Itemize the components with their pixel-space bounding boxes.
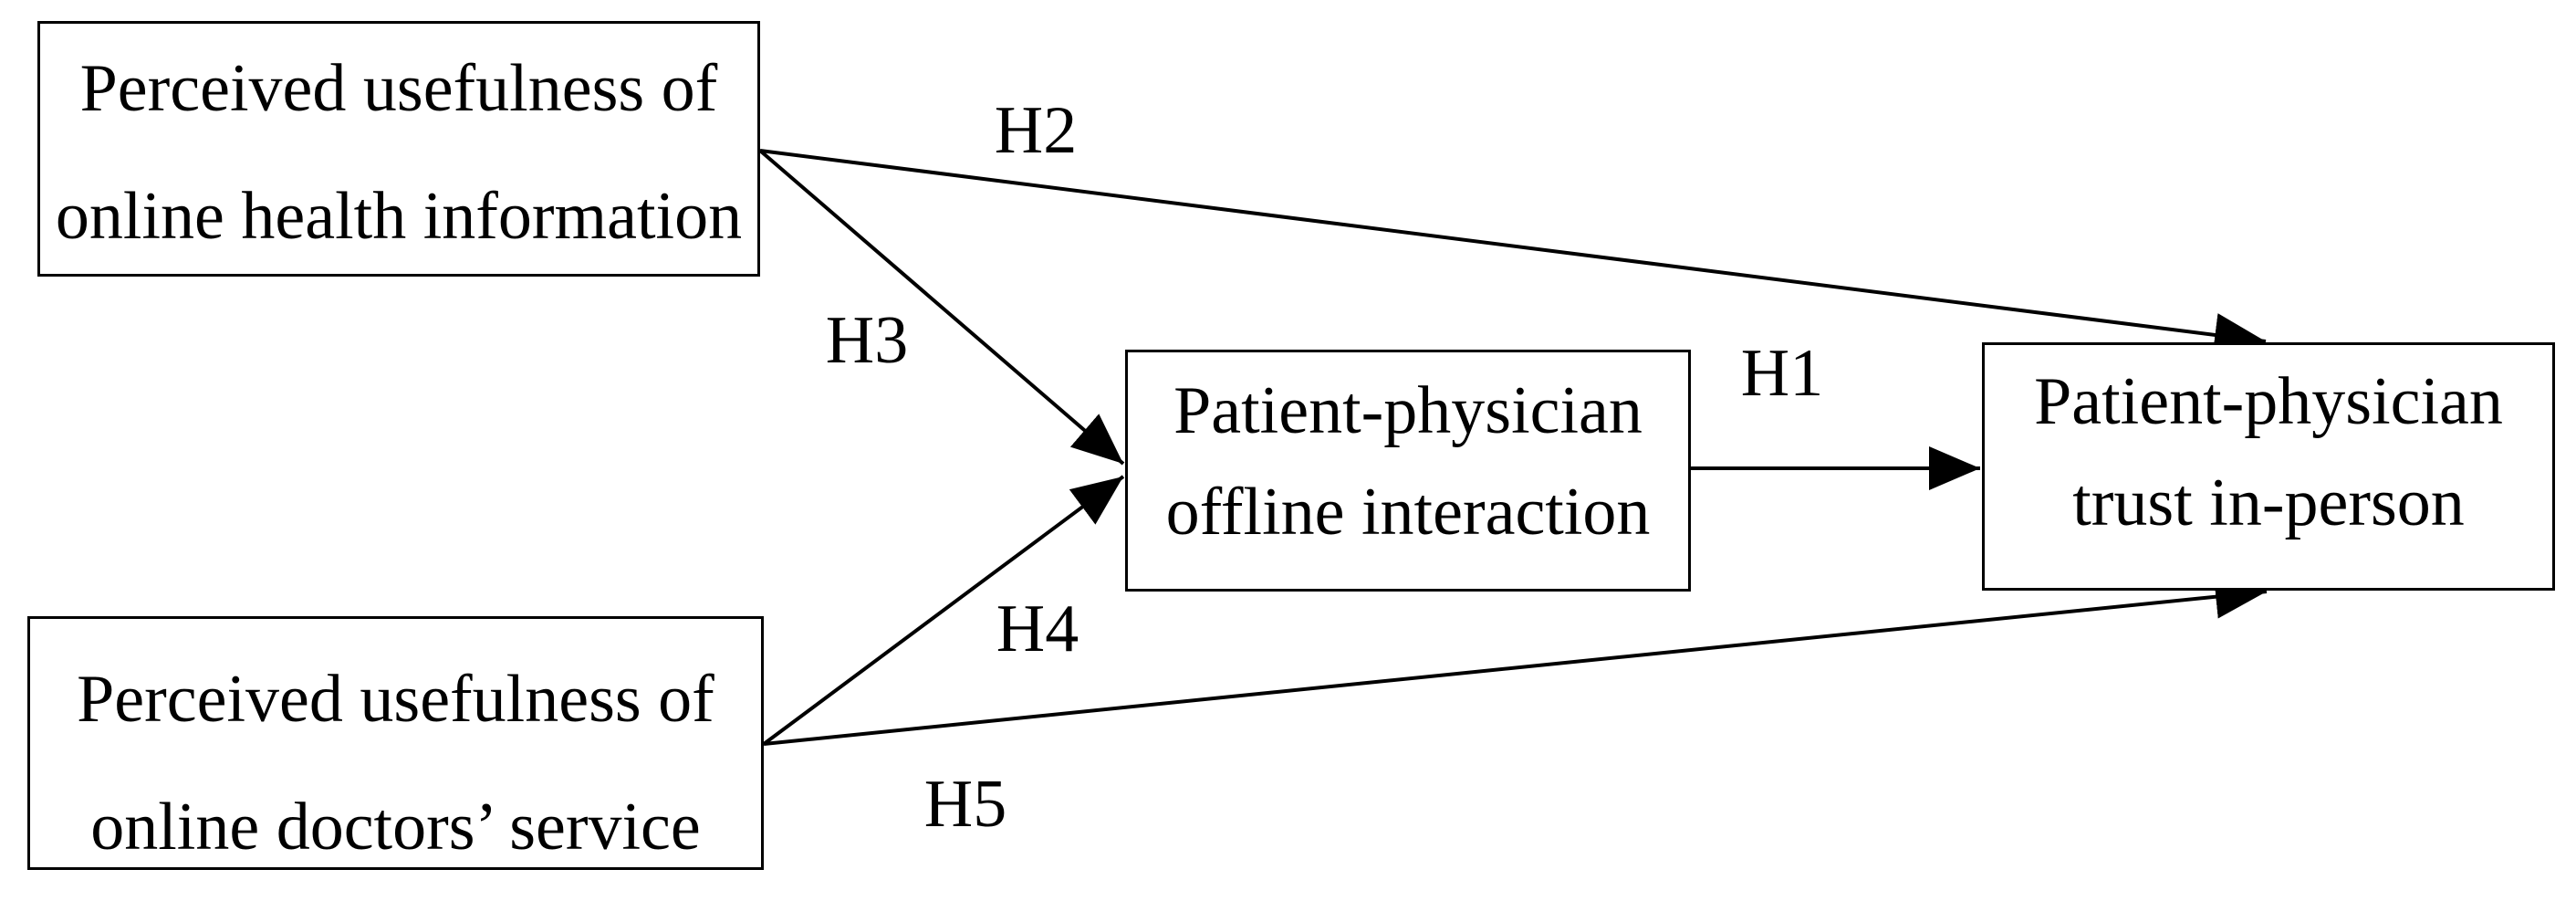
arrow-h2 — [759, 149, 2267, 357]
node-perceived-usefulness-online-health-information: Perceived usefulness of online health in… — [37, 21, 760, 277]
edge-label-h1: H1 — [1740, 336, 1824, 411]
arrow-h5 — [763, 574, 2268, 746]
edge-label-h5: H5 — [923, 767, 1007, 842]
node-text-line: online doctors’ service — [90, 790, 701, 864]
node-text-line: online health information — [55, 179, 743, 254]
edge-label-h4: H4 — [996, 592, 1079, 666]
edge-label-h2: H2 — [994, 93, 1078, 168]
node-text-line: offline interaction — [1165, 474, 1651, 550]
node-text-line: Perceived usefulness of — [77, 662, 714, 737]
arrow-h3 — [758, 149, 1125, 466]
node-patient-physician-offline-interaction: Patient-physician offline interaction — [1125, 350, 1691, 592]
node-perceived-usefulness-online-doctors-service: Perceived usefulness of online doctors’ … — [27, 616, 764, 870]
node-text-line: Perceived usefulness of — [79, 51, 718, 126]
edge-label-h3: H3 — [825, 303, 909, 378]
node-text-line: Patient-physician — [2034, 364, 2503, 439]
arrow-h4 — [762, 475, 1125, 746]
node-text-line: Patient-physician — [1173, 372, 1643, 448]
node-patient-physician-trust-in-person: Patient-physician trust in-person — [1982, 342, 2555, 591]
node-text-line: trust in-person — [2072, 466, 2465, 540]
